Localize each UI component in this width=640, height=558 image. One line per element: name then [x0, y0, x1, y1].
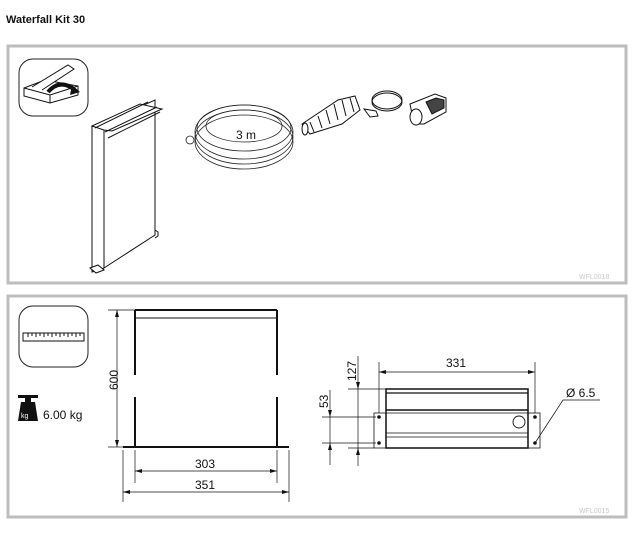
weight-value: 6.00 kg: [43, 408, 82, 422]
hose-length-label: 3 m: [236, 128, 256, 142]
waterfall-unit-drawing: [89, 99, 164, 274]
connector-drawing: [409, 93, 447, 126]
hole-diameter-dimension: Ø 6.5: [566, 386, 596, 400]
depth-dimension: 127: [345, 361, 359, 381]
inner-width-dimension: 303: [195, 457, 215, 471]
front-view: [108, 309, 290, 502]
hose-drawing: [185, 104, 294, 170]
weight-unit-badge: kg: [21, 413, 29, 420]
outer-width-dimension: 351: [195, 478, 215, 492]
hose-clamp-drawing: [362, 90, 403, 118]
hole-spacing-dimension: 53: [317, 394, 331, 408]
dimensions-panel: kg 6.00 kg 600 303 351: [6, 294, 628, 519]
weight-icon: kg: [18, 395, 38, 421]
figure-code: WFL0015: [579, 508, 609, 515]
page-title: Waterfall Kit 30: [6, 14, 86, 26]
height-dimension: 600: [107, 370, 121, 390]
ruler-icon: [18, 305, 89, 368]
contents-panel: 3 m WFL0018: [6, 44, 628, 285]
top-view: [322, 356, 600, 466]
figure-code: WFL0018: [579, 274, 609, 281]
top-width-dimension: 331: [446, 356, 466, 370]
hose-adapter-drawing: [301, 95, 361, 136]
open-box-icon: [18, 58, 89, 117]
